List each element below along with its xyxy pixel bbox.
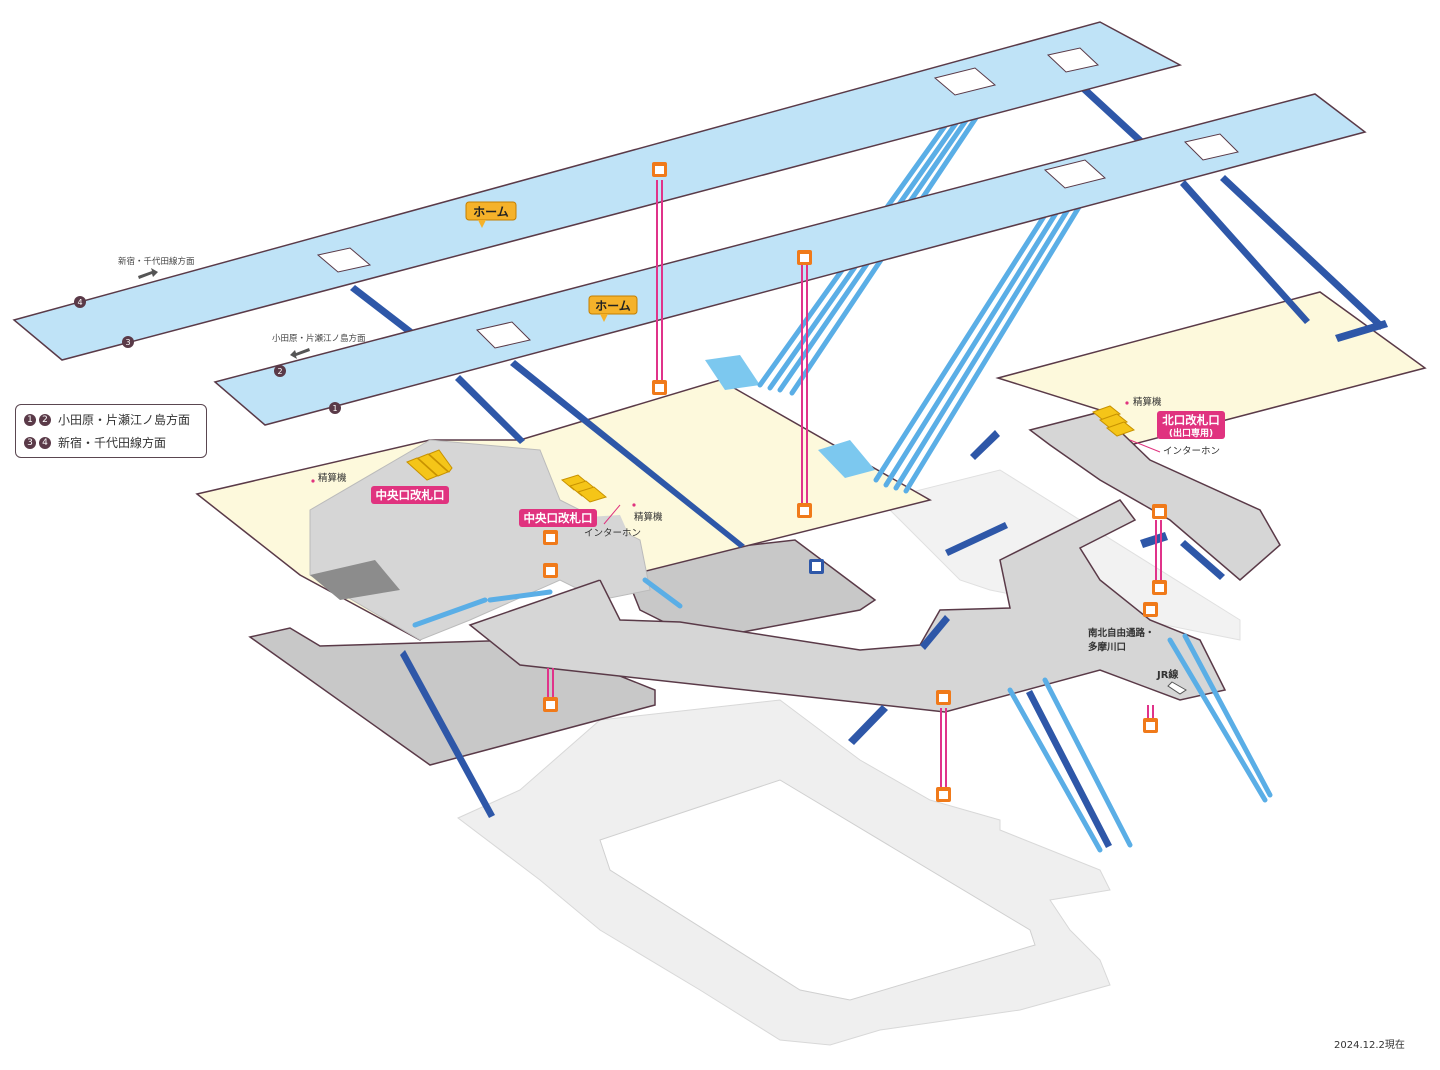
track-number-badge: 3	[24, 436, 36, 449]
elevator-icon[interactable]	[543, 697, 558, 712]
svg-text:(出口専用): (出口専用)	[1169, 427, 1213, 439]
north-gate-label: 北口改札口 (出口専用)	[1157, 411, 1225, 439]
track-number-badge: 4	[39, 436, 51, 449]
track-number-badge: 1	[24, 413, 36, 426]
platform-lower	[213, 93, 1367, 426]
direction-upper: 新宿・千代田線方面	[118, 256, 195, 267]
elevator-icon[interactable]	[1143, 602, 1158, 617]
elevator-icon[interactable]	[543, 530, 558, 545]
elevator-icon[interactable]	[1152, 580, 1167, 595]
elevator-icon[interactable]	[543, 563, 558, 578]
svg-text:中央口改札口: 中央口改札口	[376, 488, 445, 502]
elevator-icon[interactable]	[652, 380, 667, 395]
home-label-2: ホーム	[588, 295, 638, 322]
concourse-label-line2: 多摩川口	[1088, 641, 1126, 653]
platform-upper	[12, 21, 1183, 361]
free-passage	[468, 499, 1227, 713]
home-label-text: ホーム	[473, 205, 509, 219]
stairs	[350, 85, 1388, 848]
track-1: 1	[329, 402, 341, 414]
svg-text:中央口改札口: 中央口改札口	[524, 511, 593, 525]
fare-adjustment-machine: 精算機	[318, 472, 347, 484]
track-4: 4	[74, 296, 86, 308]
elevator-icon[interactable]	[797, 250, 812, 265]
elevator-icon[interactable]	[652, 162, 667, 177]
svg-text:2: 2	[277, 367, 282, 376]
fare-adjustment-machine: 精算機	[1133, 396, 1162, 408]
central-gate-label-2: 中央口改札口	[519, 509, 597, 527]
intercom: インターホン	[584, 528, 641, 539]
elevator-icon[interactable]	[797, 503, 812, 518]
elevator-icon[interactable]	[1152, 504, 1167, 519]
track-2: 2	[274, 365, 286, 377]
as-of-date: 2024.12.2現在	[1334, 1040, 1405, 1051]
svg-text:3: 3	[125, 338, 130, 347]
central-gate-label-1: 中央口改札口	[371, 486, 449, 504]
legend-text: 小田原・片瀬江ノ島方面	[58, 412, 191, 427]
legend-text: 新宿・千代田線方面	[58, 435, 167, 450]
elevator-shafts	[547, 180, 1162, 790]
toilet-icon[interactable]	[809, 559, 824, 574]
arrow-icon	[290, 348, 310, 359]
concourse-label-line1: 南北自由通路・	[1088, 627, 1155, 639]
direction-lower: 小田原・片瀬江ノ島方面	[272, 333, 366, 344]
arrow-icon	[1167, 681, 1187, 695]
home-label-text: ホーム	[595, 299, 631, 313]
elevator-icons	[543, 162, 1167, 802]
elevator-icon[interactable]	[936, 690, 951, 705]
track-number-badge: 2	[39, 413, 51, 426]
north-concourse	[995, 291, 1427, 581]
track-3: 3	[122, 336, 134, 348]
svg-text:4: 4	[77, 298, 82, 307]
fare-adjustment-machine: 精算機	[634, 511, 663, 523]
elevator-icon[interactable]	[936, 787, 951, 802]
jr-line-label: JR線	[1156, 668, 1178, 681]
svg-text:1: 1	[332, 404, 337, 413]
intercom: インターホン	[1163, 446, 1220, 457]
svg-text:北口改札口: 北口改札口	[1162, 413, 1220, 427]
arrow-icon	[138, 268, 158, 279]
home-label-1: ホーム	[465, 201, 517, 228]
ticket-gates	[406, 405, 1136, 503]
elevator-icon[interactable]	[1143, 718, 1158, 733]
